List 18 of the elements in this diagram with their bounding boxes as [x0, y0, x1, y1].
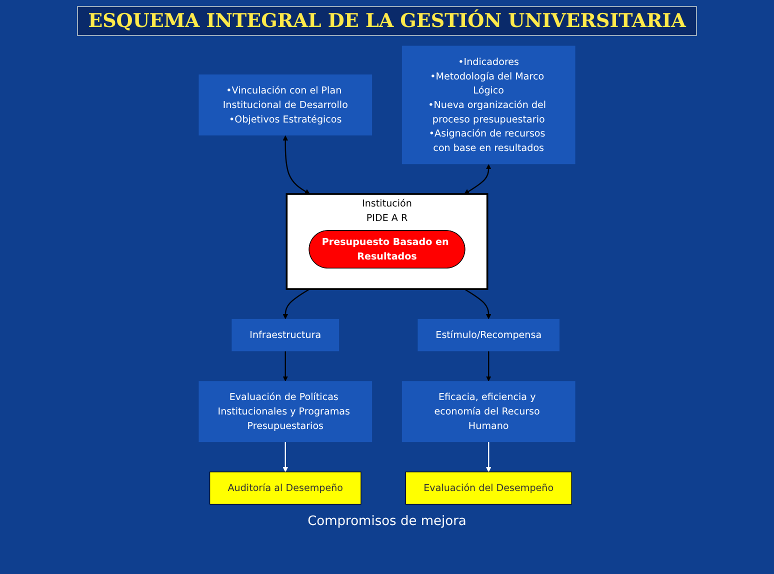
arrow	[486, 351, 492, 382]
node-box: Eficacia, eficiencia y economía del Recurso Humano	[402, 381, 576, 442]
arrow	[282, 442, 288, 472]
node-box: Evaluación de Políticas Institucionales y Programas Presupuestarios	[198, 381, 372, 442]
arrow	[282, 351, 288, 382]
note-text: Compromisos de mejora	[308, 514, 466, 529]
node-box: Auditoría al Desempeño	[210, 472, 362, 505]
node-box: Infraestructura	[232, 318, 340, 352]
arrow	[282, 288, 310, 320]
node-box: Evaluación del Desempeño	[405, 472, 572, 505]
diagram-title: ESQUEMA INTEGRAL DE LA GESTIÓN UNIVERSITARIA	[77, 6, 697, 36]
arrow	[464, 288, 492, 320]
arrow	[282, 135, 310, 194]
node-box: Estímulo/Recompensa	[418, 318, 560, 352]
arrow	[486, 442, 492, 472]
arrow	[464, 164, 492, 194]
node-box: •Indicadores •Metodología del Marco Lógico •Nueva organización del proceso presupuestario •Asignación de recursos con base en resultados	[402, 46, 576, 164]
node-box: •Vinculación con el Plan Institucional de Desarrollo •Objetivos Estratégicos	[198, 74, 372, 136]
